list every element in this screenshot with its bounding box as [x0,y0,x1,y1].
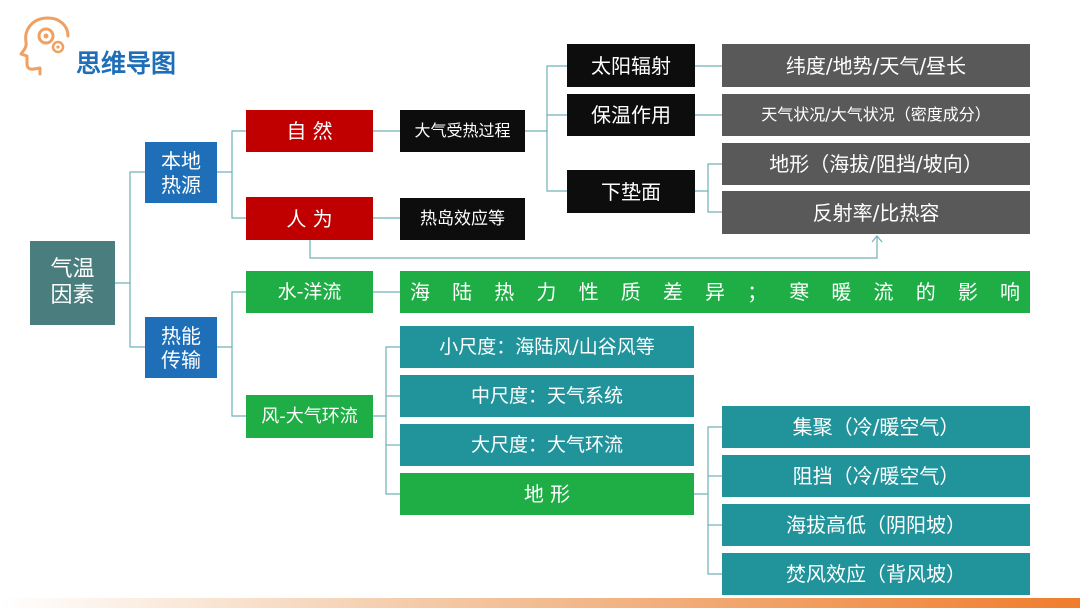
underlying-surface-node: 下垫面 [567,170,695,213]
insulation-detail: 天气状况/大气状况（密度成分） [722,94,1030,136]
terrain-item-2: 海拔高低（阴阳坡） [722,504,1030,546]
wind-circulation-node: 风-大气环流 [246,395,373,438]
ocean-desc-char: 差 [662,280,683,304]
terrain-node: 地 形 [400,473,694,515]
ocean-desc-char: 的 [915,280,936,304]
local-heat-line1: 本地 [161,148,201,173]
root-node: 气温 因素 [30,241,115,325]
human-node: 人 为 [246,197,373,240]
ocean-desc-char: 异 [704,280,725,304]
ocean-desc-char: ； [747,280,768,304]
ocean-desc-char: 力 [536,280,557,304]
ocean-desc-char: 热 [494,280,515,304]
heat-transport-node: 热能 传输 [145,317,217,378]
local-heat-node: 本地 热源 [145,142,217,203]
heating-process-node: 大气受热过程 [400,110,525,152]
solar-radiation-node: 太阳辐射 [567,44,695,87]
head-gear-icon [18,14,76,80]
ocean-description: 海陆热力性质差异 ； 寒暖流的影响 [400,271,1030,313]
insulation-node: 保温作用 [567,94,695,136]
ocean-desc-char: 质 [620,280,641,304]
terrain-item-1: 阻挡（冷/暖空气） [722,455,1030,497]
root-label-line1: 气温 [50,256,95,282]
terrain-detail: 地形（海拔/阻挡/坡向） [722,143,1030,185]
terrain-item-0: 集聚（冷/暖空气） [722,406,1030,448]
natural-node: 自 然 [246,110,373,152]
page-title: 思维导图 [76,49,177,78]
ocean-desc-char: 响 [999,280,1020,304]
terrain-item-3: 焚风效应（背风坡） [722,553,1030,595]
ocean-desc-char: 海 [410,280,430,304]
heat-island-node: 热岛效应等 [400,198,525,240]
ocean-desc-char: 陆 [452,280,473,304]
root-label-line2: 因素 [50,283,95,308]
heat-transport-line1: 热能 [161,323,201,348]
ocean-desc-char: 暖 [831,280,852,304]
ocean-desc-char: 寒 [789,280,810,304]
ocean-desc-char: 影 [957,280,978,304]
albedo-detail: 反射率/比热容 [722,191,1030,234]
ocean-current-node: 水-洋流 [246,271,373,313]
large-scale-node: 大尺度：大气环流 [400,424,694,466]
small-scale-node: 小尺度：海陆风/山谷风等 [400,326,694,368]
heat-transport-line2: 传输 [161,347,201,372]
solar-detail: 纬度/地势/天气/昼长 [722,44,1030,87]
medium-scale-node: 中尺度：天气系统 [400,375,694,417]
ocean-desc-char: 流 [873,280,894,304]
ocean-desc-char: 性 [578,280,599,304]
bottom-accent-bar [0,598,1080,608]
local-heat-line2: 热源 [161,172,201,197]
